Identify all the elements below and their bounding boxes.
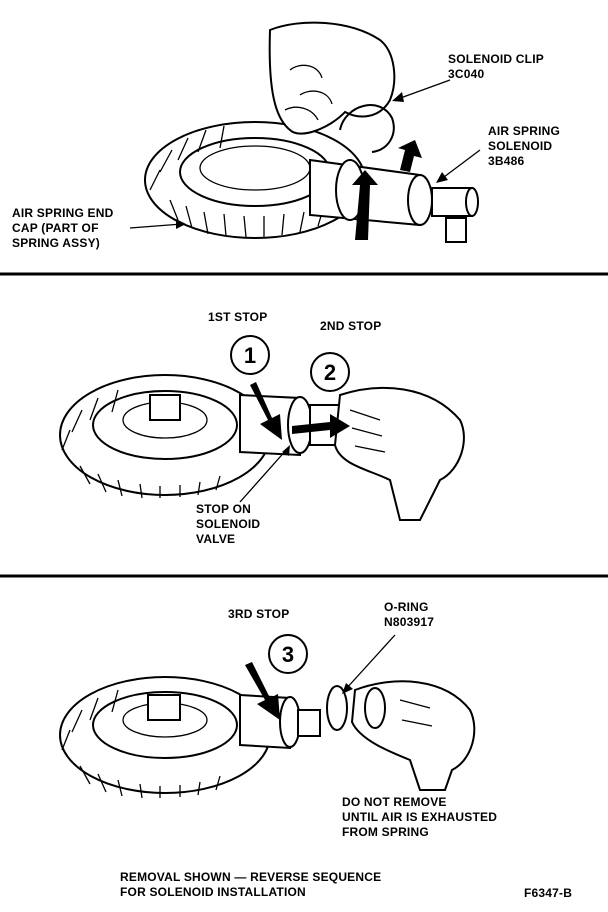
panel2-step1-circle — [230, 335, 270, 375]
figure-id: F6347-B — [524, 886, 573, 900]
panel2-illustration: 1 2 — [59, 335, 465, 521]
panel1-clip-leader — [394, 79, 451, 101]
third-stop-label: 3RD STOP — [228, 607, 290, 621]
panel3-solenoid — [239, 693, 321, 750]
air-spring-end-cap-label: AIR SPRING END CAP (PART OF SPRING ASSY) — [12, 206, 114, 250]
panel3-step3-circle — [268, 634, 308, 674]
panel2-valve-leader — [239, 447, 289, 503]
panel1-endcap-leader — [129, 223, 183, 229]
second-stop-label: 2ND STOP — [320, 319, 382, 333]
panel1-illustration — [129, 21, 481, 243]
air-spring-solenoid-label: AIR SPRING SOLENOID 3B486 — [488, 124, 561, 168]
panel2-hand — [333, 386, 465, 521]
panel1-hand — [268, 21, 396, 135]
panel3-step3-number: 3 — [282, 642, 294, 667]
panel3-o-ring — [326, 685, 348, 731]
panel1-clip — [339, 104, 395, 153]
removal-note: REMOVAL SHOWN — REVERSE SEQUENCE FOR SOL… — [120, 870, 382, 899]
first-stop-label: 1ST STOP — [208, 310, 268, 324]
solenoid-clip-label: SOLENOID CLIP 3C040 — [448, 52, 544, 81]
panel2-end-cap — [59, 374, 271, 499]
panel3-end-cap — [59, 676, 271, 799]
panel3-stop3-arrow — [245, 662, 280, 720]
panel3-oring-leader — [344, 634, 396, 691]
panel2-step2-circle — [310, 352, 350, 392]
panel2-step2-number: 2 — [324, 360, 336, 385]
panel1-rotation-arrows — [352, 140, 422, 240]
panel3-hand — [350, 680, 476, 791]
panel1-solenoid-leader — [439, 149, 481, 181]
panel3-illustration: 3 — [59, 634, 476, 799]
panel2-stop1-arrow — [250, 382, 282, 440]
panel2-stop2-arrow — [292, 414, 350, 438]
o-ring-label: O-RING N803917 — [384, 600, 435, 629]
stop-on-solenoid-valve-label: STOP ON SOLENOID VALVE — [196, 502, 261, 546]
panel1-solenoid — [309, 158, 479, 243]
do-not-remove-warning: DO NOT REMOVE UNTIL AIR IS EXHAUSTED FRO… — [342, 795, 498, 839]
panel2-step1-number: 1 — [244, 343, 256, 368]
